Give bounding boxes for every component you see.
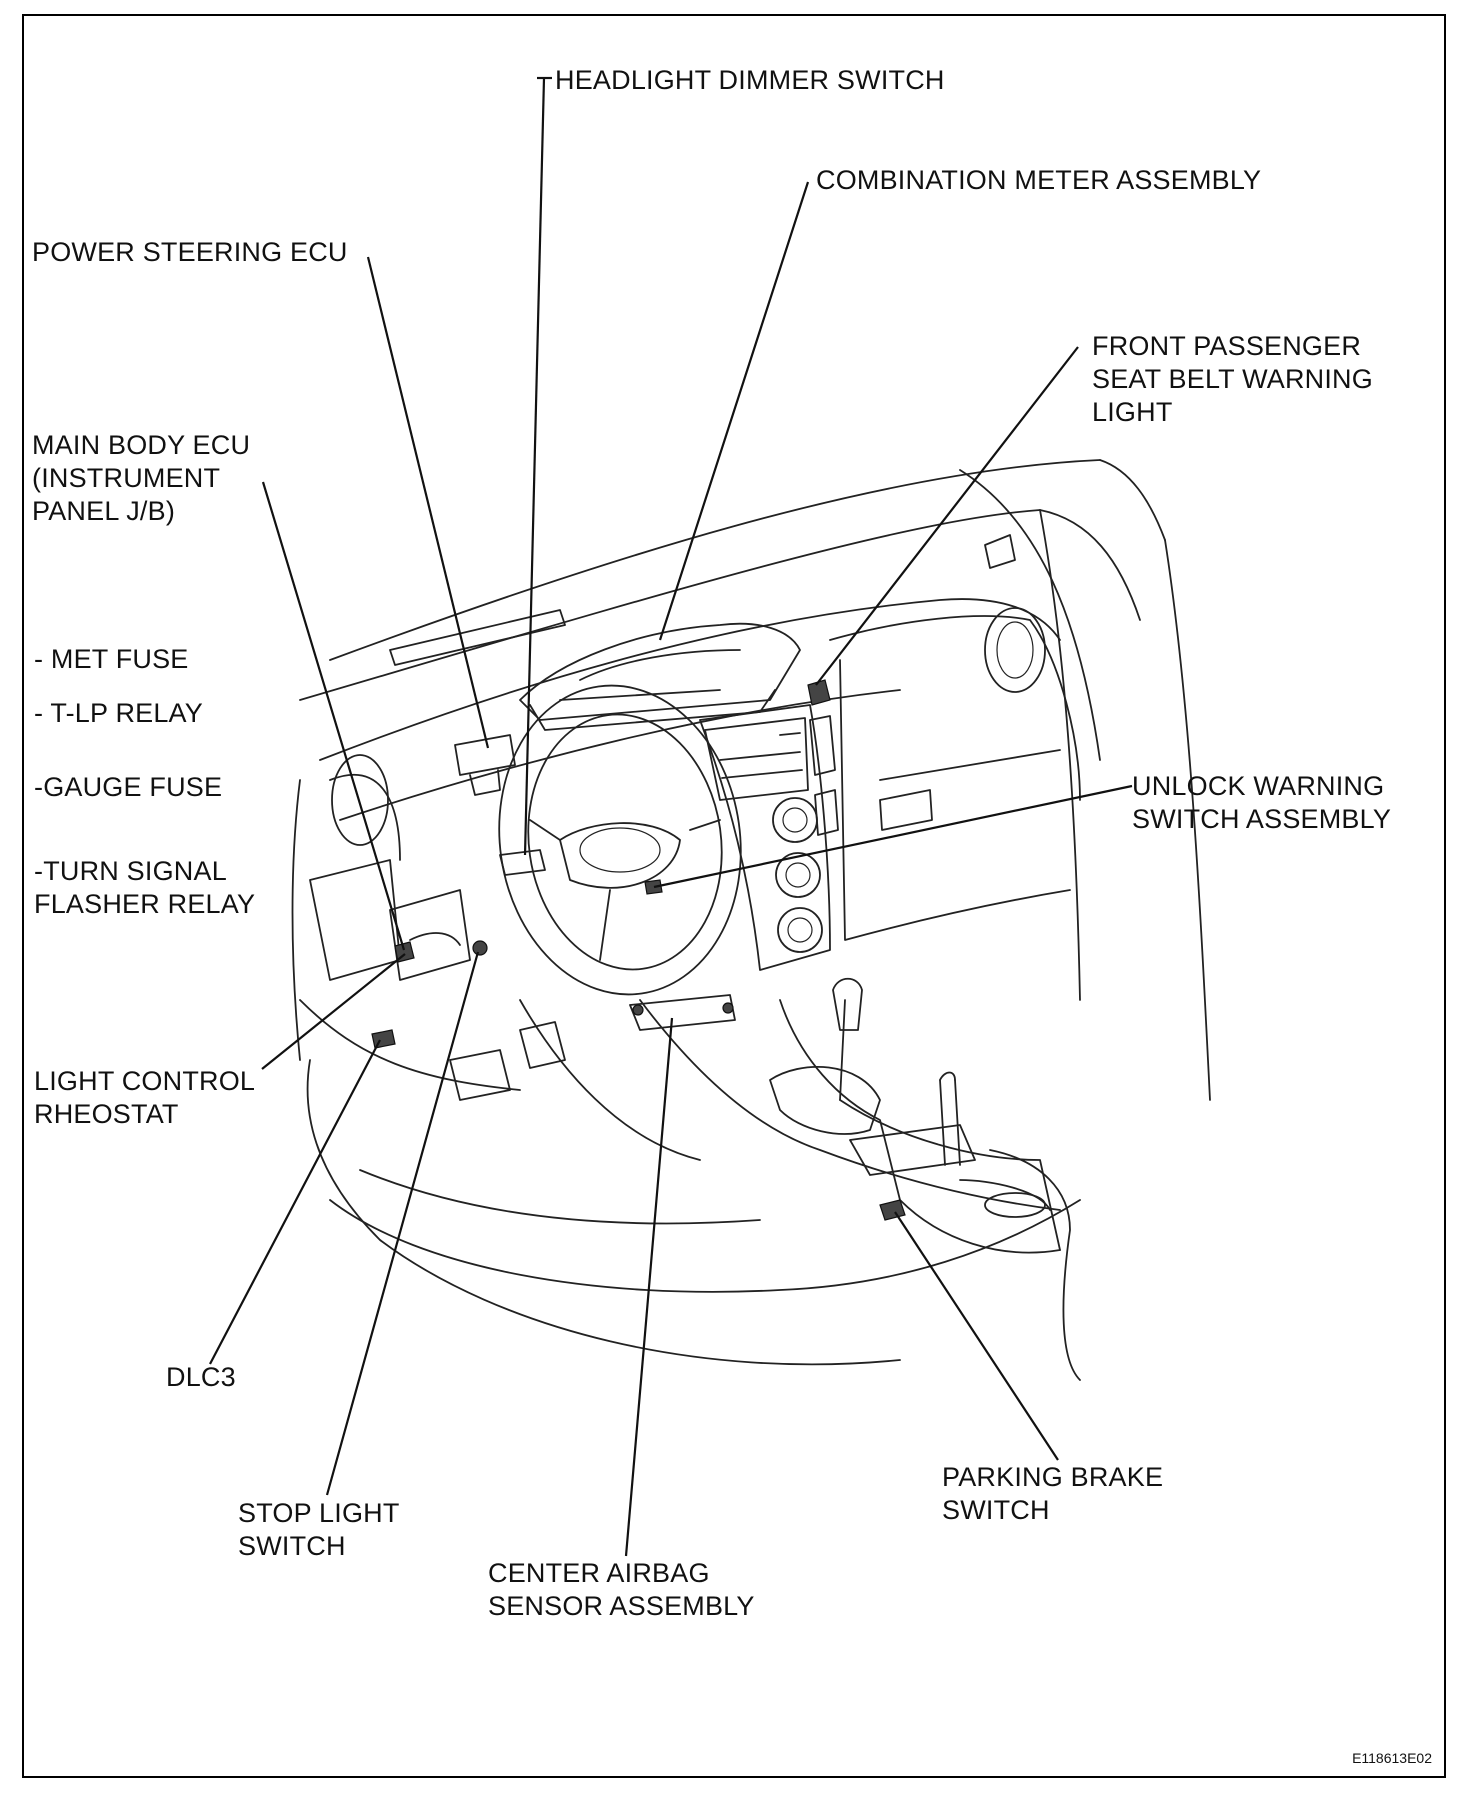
label-turn-signal-1: -TURN SIGNAL: [34, 856, 227, 886]
label-front-passenger-seat-belt-warning-light-2: SEAT BELT WARNING: [1092, 364, 1373, 394]
label-unlock-warning-switch-1: UNLOCK WARNING: [1132, 771, 1385, 801]
label-light-control-rheostat-2: RHEOSTAT: [34, 1099, 179, 1129]
label-combination-meter-assembly: COMBINATION METER ASSEMBLY: [816, 165, 1262, 195]
leader-power-steering: [366, 256, 490, 749]
leader-lines: [209, 76, 1133, 1557]
label-main-body-ecu-1: MAIN BODY ECU: [32, 430, 251, 460]
label-front-passenger-seat-belt-warning-light-1: FRONT PASSENGER: [1092, 331, 1362, 361]
combination-meter-outline: [519, 622, 801, 731]
diagram-frame: [22, 14, 1446, 1778]
label-gauge-fuse: -GAUGE FUSE: [34, 772, 223, 802]
label-headlight-dimmer-switch: HEADLIGHT DIMMER SWITCH: [555, 65, 945, 95]
label-power-steering-ecu: POWER STEERING ECU: [32, 237, 348, 267]
label-parking-brake-switch-1: PARKING BRAKE: [942, 1462, 1164, 1492]
leader-main-body: [261, 481, 406, 951]
label-unlock-warning-switch-2: SWITCH ASSEMBLY: [1132, 804, 1392, 834]
label-t-lp-relay: - T-LP RELAY: [34, 698, 203, 728]
label-center-airbag-sensor-1: CENTER AIRBAG: [488, 1558, 710, 1588]
steering-wheel: [498, 684, 742, 996]
label-light-control-rheostat-1: LIGHT CONTROL: [34, 1066, 256, 1096]
label-stop-light-switch-1: STOP LIGHT: [238, 1498, 400, 1528]
leader-unlock-warning: [653, 784, 1133, 889]
label-met-fuse: - MET FUSE: [34, 644, 189, 674]
leader-light-control: [261, 953, 406, 1070]
label-turn-signal-2: FLASHER RELAY: [34, 889, 256, 919]
label-stop-light-switch-2: SWITCH: [238, 1531, 346, 1561]
label-front-passenger-seat-belt-warning-light-3: LIGHT: [1092, 397, 1173, 427]
label-parking-brake-switch-2: SWITCH: [942, 1495, 1050, 1525]
label-center-airbag-sensor-2: SENSOR ASSEMBLY: [488, 1591, 755, 1621]
figure-code: E118613E02: [1352, 1750, 1432, 1766]
leader-parking-brake: [894, 1211, 1059, 1461]
label-main-body-ecu-3: PANEL J/B): [32, 496, 176, 526]
center-stack-outline: [699, 704, 839, 971]
leader-combination: [658, 181, 810, 641]
leader-headlight: [523, 77, 546, 856]
label-main-body-ecu-2: (INSTRUMENT: [32, 463, 221, 493]
body-outline: [291, 459, 1211, 1381]
leader-center-airbag: [624, 1017, 674, 1557]
leader-front-passenger: [815, 346, 1079, 686]
leader-stop-light: [325, 951, 480, 1496]
label-dlc3: DLC3: [166, 1362, 236, 1392]
leader-dlc3: [209, 1039, 381, 1365]
